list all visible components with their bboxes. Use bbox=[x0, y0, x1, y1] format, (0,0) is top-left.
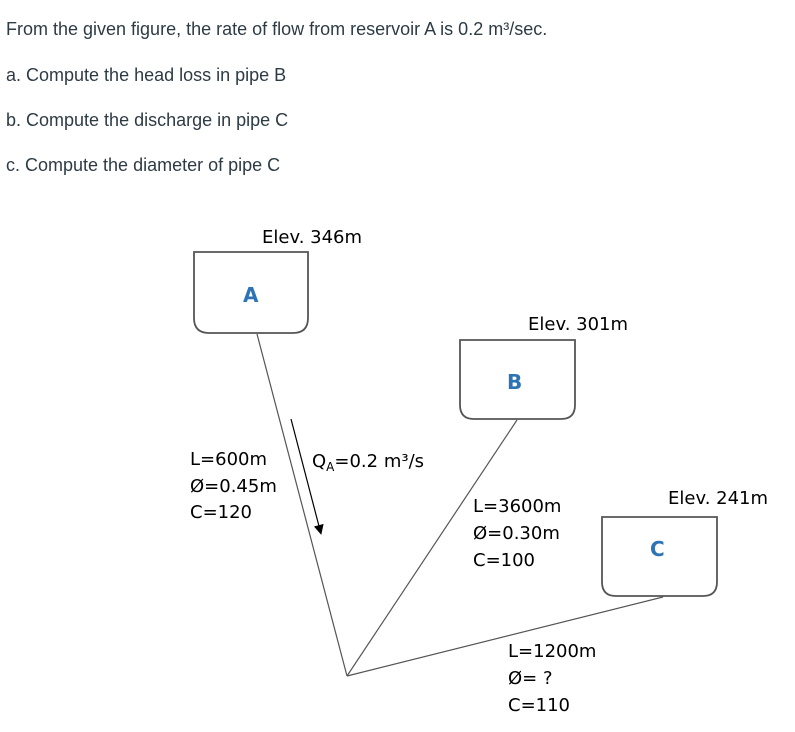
pipe-a-length: L=600m bbox=[190, 449, 267, 470]
pipe-b-line bbox=[346, 419, 518, 677]
pipe-a-coefficient: C=120 bbox=[190, 502, 252, 523]
pipe-c-line bbox=[346, 596, 664, 677]
pipe-b-length: L=3600m bbox=[473, 496, 561, 517]
reservoir-c-letter: C bbox=[650, 537, 665, 561]
reservoir-b-tank bbox=[459, 339, 576, 420]
flow-arrow bbox=[290, 418, 324, 535]
question-part-b: b. Compute the discharge in pipe C bbox=[6, 110, 289, 130]
pipe-c-diameter: Ø= ? bbox=[508, 668, 553, 689]
reservoir-c-elevation: Elev. 241m bbox=[668, 488, 768, 509]
reservoir-b-letter: B bbox=[507, 370, 522, 394]
pipe-a-line bbox=[256, 333, 348, 677]
question-part-a: a. Compute the head loss in pipe B bbox=[6, 65, 287, 85]
reservoir-c-tank bbox=[601, 516, 718, 597]
flow-q-subscript: A bbox=[326, 460, 335, 474]
problem-intro: From the given figure, the rate of flow … bbox=[6, 19, 548, 39]
reservoir-a-elevation: Elev. 346m bbox=[262, 227, 362, 248]
pipe-c-coefficient: C=110 bbox=[508, 695, 570, 716]
flow-q-letter: Q bbox=[312, 451, 326, 472]
reservoir-a-letter: A bbox=[243, 283, 259, 307]
reservoir-b-elevation: Elev. 301m bbox=[528, 314, 628, 335]
pipe-c-length: L=1200m bbox=[508, 641, 596, 662]
pipe-b-coefficient: C=100 bbox=[473, 550, 535, 571]
reservoir-a-tank bbox=[193, 251, 309, 334]
pipe-a-diameter: Ø=0.45m bbox=[190, 476, 277, 497]
flow-rate-label: QA=0.2 m³/s bbox=[312, 451, 424, 474]
question-part-c: c. Compute the diameter of pipe C bbox=[6, 155, 281, 175]
pipe-b-diameter: Ø=0.30m bbox=[473, 523, 560, 544]
flow-q-value: =0.2 m³/s bbox=[334, 451, 424, 472]
